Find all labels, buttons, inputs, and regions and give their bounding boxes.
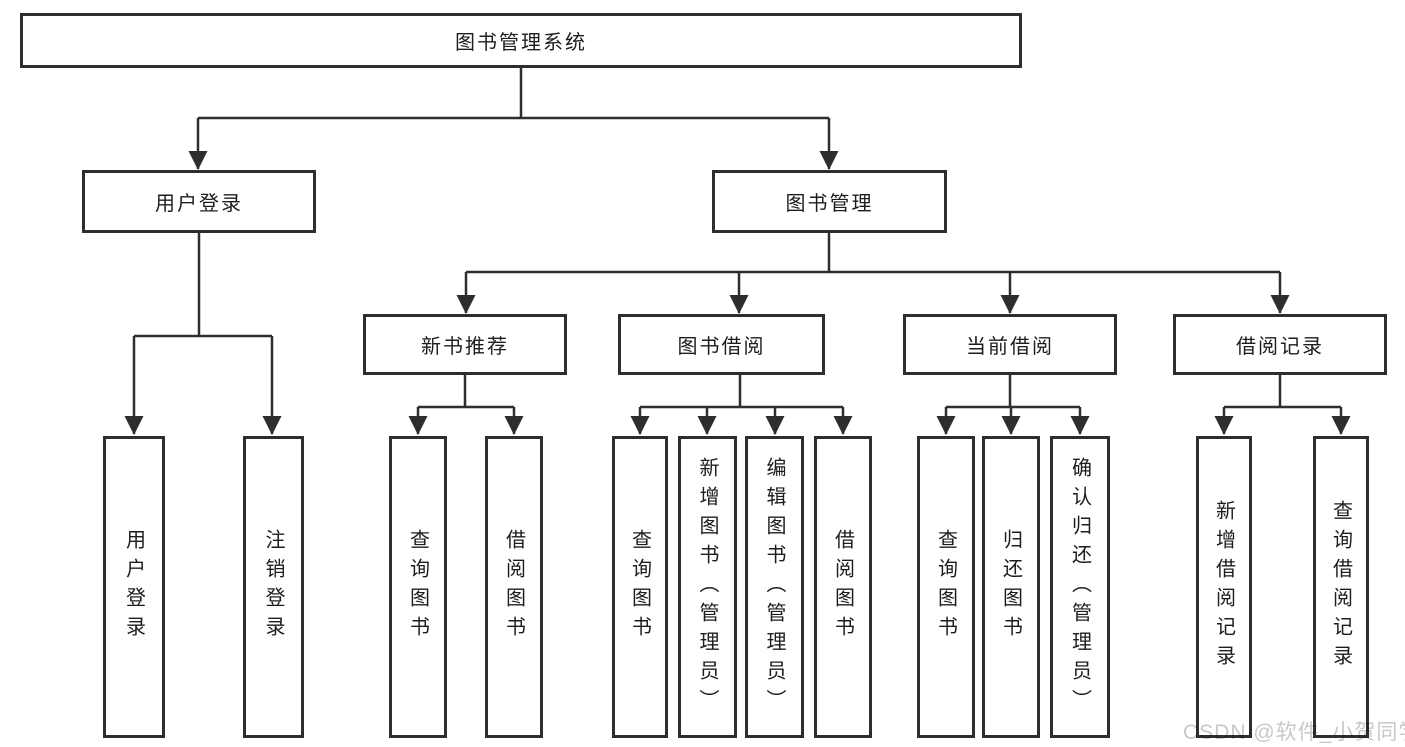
node-user-login: 用户登录 xyxy=(82,170,316,233)
connector-new-book-recommend-to-leaves xyxy=(408,375,524,435)
connector-root-to-level2 xyxy=(188,68,839,170)
leaf-edit-books-admin: 编辑图书（管理员） xyxy=(745,436,804,738)
connector-current-borrowing-to-leaves xyxy=(936,375,1090,435)
connector-borrowing-records-to-leaves xyxy=(1214,375,1351,435)
node-book-management: 图书管理 xyxy=(712,170,947,233)
node-new-book-recommend: 新书推荐 xyxy=(363,314,567,375)
node-root-system: 图书管理系统 xyxy=(20,13,1022,68)
node-borrowing-records: 借阅记录 xyxy=(1173,314,1387,375)
leaf-logout: 注销登录 xyxy=(243,436,304,738)
connector-book-borrowing-to-leaves xyxy=(630,375,853,435)
leaf-add-borrow-record: 新增借阅记录 xyxy=(1196,436,1252,738)
leaf-borrow-books-borrowing: 借阅图书 xyxy=(814,436,872,738)
leaf-borrow-books-recommend: 借阅图书 xyxy=(485,436,543,738)
connector-user-login-to-leaves xyxy=(124,233,282,435)
leaf-confirm-return-admin: 确认归还（管理员） xyxy=(1050,436,1110,738)
node-current-borrowing: 当前借阅 xyxy=(903,314,1117,375)
csdn-watermark: CSDN @软件_小贺同学 xyxy=(1183,721,1405,744)
leaf-add-books-admin: 新增图书（管理员） xyxy=(678,436,737,738)
leaf-query-books-current: 查询图书 xyxy=(917,436,975,738)
leaf-query-borrow-record: 查询借阅记录 xyxy=(1313,436,1369,738)
connector-book-management-to-level3 xyxy=(456,233,1290,314)
node-book-borrowing: 图书借阅 xyxy=(618,314,825,375)
leaf-return-books: 归还图书 xyxy=(982,436,1040,738)
leaf-user-login: 用户登录 xyxy=(103,436,165,738)
leaf-query-books-borrowing: 查询图书 xyxy=(612,436,668,738)
leaf-query-books-recommend: 查询图书 xyxy=(389,436,447,738)
